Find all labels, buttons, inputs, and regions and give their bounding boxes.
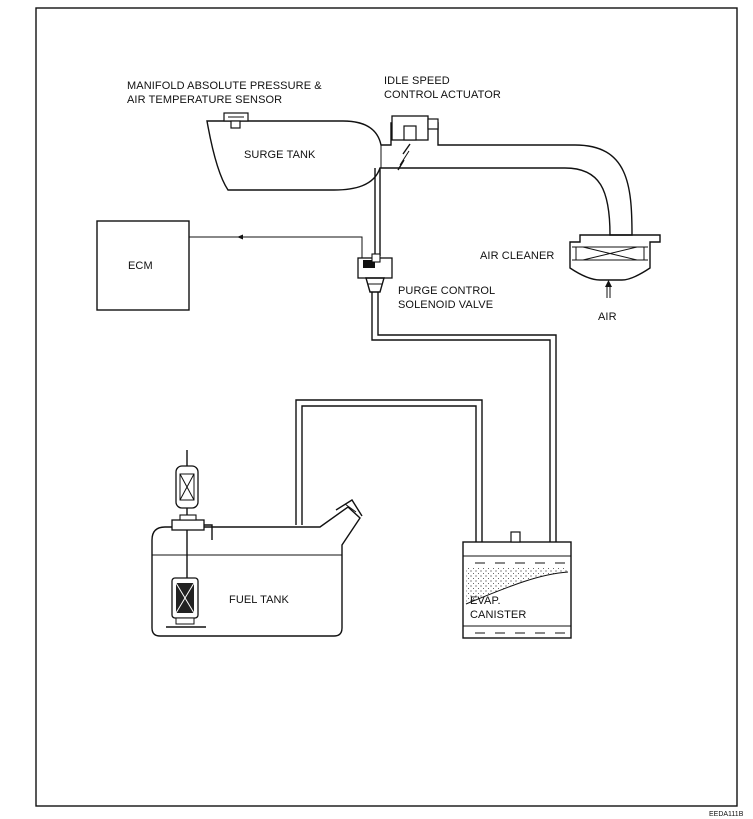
figure-code: EEDA111B <box>709 811 744 818</box>
purge-hose-to-canister <box>371 292 557 542</box>
map-sensor-label-line1: MANIFOLD ABSOLUTE PRESSURE & <box>127 80 322 92</box>
ecm-signal-line <box>189 236 363 258</box>
figure-frame <box>35 7 738 807</box>
map-sensor-label-line2: AIR TEMPERATURE SENSOR <box>127 94 282 106</box>
isc-label-line2: CONTROL ACTUATOR <box>384 89 501 101</box>
purge-valve-label-line2: SOLENOID VALVE <box>398 299 493 311</box>
fuel-tank-label: FUEL TANK <box>229 594 290 606</box>
map-sensor <box>223 112 249 129</box>
air-label: AIR <box>598 311 617 323</box>
fuel-tank <box>151 506 361 637</box>
surge-tank-label: SURGE TANK <box>244 149 316 161</box>
evap-canister <box>462 531 572 639</box>
signal-arrow <box>237 234 243 240</box>
ecm-box <box>96 220 190 311</box>
fuel-pump-assembly <box>166 450 213 628</box>
canister-label-line1: EVAP. <box>470 595 501 607</box>
surge-tank <box>206 120 633 236</box>
air-inlet-arrows <box>605 280 612 298</box>
canister-label-line2: CANISTER <box>470 609 526 621</box>
isc-label-line1: IDLE SPEED <box>384 75 450 87</box>
purge-control-solenoid-valve <box>357 253 393 293</box>
vapor-hose-tank-to-canister <box>295 399 483 542</box>
ecm-label: ECM <box>128 260 153 272</box>
purge-hose-upper <box>374 168 381 256</box>
air-cleaner <box>569 234 661 281</box>
idle-speed-control-actuator <box>391 115 439 171</box>
air-cleaner-label: AIR CLEANER <box>480 250 554 262</box>
purge-valve-label-line1: PURGE CONTROL <box>398 285 495 297</box>
